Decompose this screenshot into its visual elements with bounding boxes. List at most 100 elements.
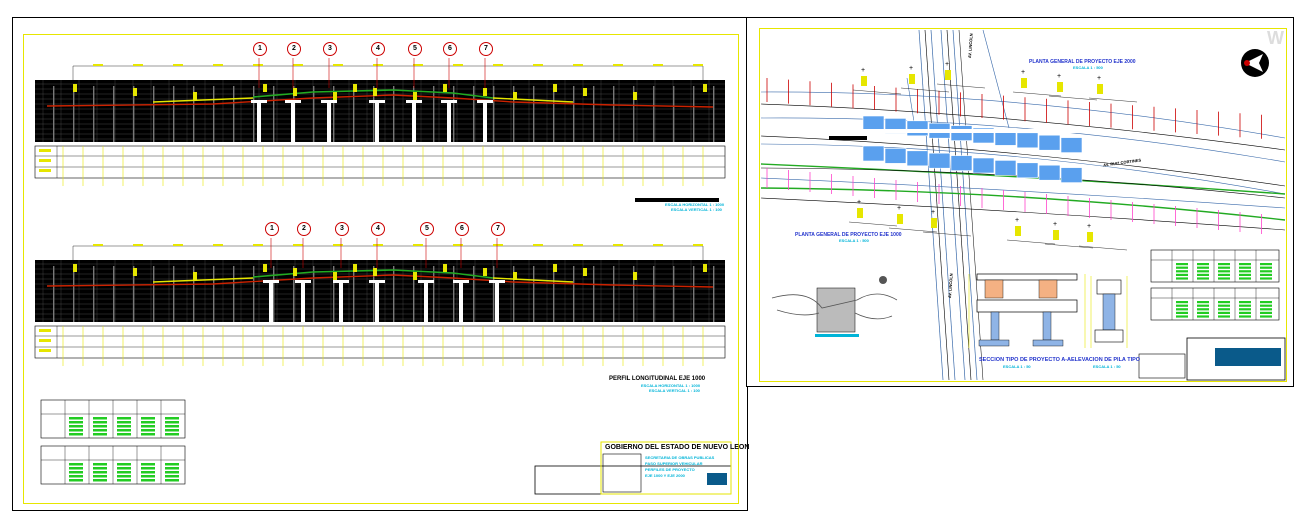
elevation-label — [293, 88, 297, 96]
station-table-label — [39, 349, 51, 352]
table-cell — [117, 475, 131, 478]
elevation-label — [133, 88, 137, 96]
dimension-label — [653, 64, 663, 66]
sign-leader — [1044, 243, 1094, 249]
dimension-label — [573, 64, 583, 66]
station-tick — [173, 86, 175, 142]
pier — [375, 282, 379, 322]
table-cell — [141, 425, 155, 428]
elevation-label — [583, 88, 587, 96]
pier-cap — [251, 100, 267, 103]
table-cell — [165, 417, 179, 420]
station-tick — [313, 86, 315, 142]
table-cell — [69, 467, 83, 470]
station-tick — [693, 266, 695, 322]
sign-label — [945, 70, 951, 80]
pile-detail — [771, 276, 898, 337]
plus-marker: + — [1021, 69, 1025, 76]
dimension-label — [613, 64, 623, 66]
dimension-label — [613, 244, 623, 246]
elevation-label — [353, 264, 357, 272]
profile-drawing — [34, 58, 732, 495]
table-cell — [1239, 270, 1251, 273]
station-tick — [93, 266, 95, 322]
elevation-label — [333, 92, 337, 100]
table-cell — [1260, 270, 1272, 273]
table-cell — [117, 433, 131, 436]
plan-sheet: ++++++++++++ — [746, 17, 1294, 387]
table-cell — [1239, 311, 1251, 314]
profile-scale-h: ESCALA HORIZONTAL 1 : 1000 — [641, 383, 701, 388]
station-tick — [173, 266, 175, 322]
station-tick — [73, 86, 75, 142]
pier-cap — [333, 280, 349, 283]
pier — [447, 102, 451, 142]
station-tick — [693, 86, 695, 142]
plan-scale-eje1000: ESCALA 1 : 500 — [839, 238, 869, 243]
sheet-frame — [23, 34, 739, 504]
plus-marker: + — [1097, 75, 1101, 82]
pier-cap — [369, 280, 385, 283]
table-cell — [1218, 315, 1230, 318]
sign-label — [1097, 84, 1103, 94]
pier-cap — [321, 100, 337, 103]
station-tick — [673, 266, 675, 322]
station-tick — [133, 86, 135, 142]
table-cell — [93, 417, 107, 420]
table-cell — [1176, 266, 1188, 269]
vertical-road — [906, 29, 1010, 381]
pier-cap — [453, 280, 469, 283]
pier-elevation — [1090, 276, 1128, 348]
elevation-label — [483, 88, 487, 96]
table-cell — [165, 467, 179, 470]
plus-marker: + — [861, 67, 865, 74]
station-tick — [393, 266, 395, 322]
station-tick — [133, 266, 135, 322]
table-cell — [1239, 315, 1251, 318]
elevation-label — [293, 268, 297, 276]
plus-marker: + — [945, 61, 949, 68]
lane-segment — [862, 145, 885, 162]
lane-segment — [1060, 137, 1083, 153]
station-marker: 5 — [420, 222, 434, 236]
elevation-label — [73, 264, 77, 272]
elevation-label — [373, 268, 377, 276]
table-cell — [1218, 277, 1230, 280]
sign-label — [1087, 232, 1093, 242]
road-line — [760, 177, 1286, 209]
table-cell — [1260, 304, 1272, 307]
table-cell — [165, 479, 179, 482]
sign-leader — [1048, 95, 1098, 101]
title-block-band — [1215, 348, 1281, 366]
station-tick — [353, 86, 355, 142]
table-cell — [93, 475, 107, 478]
table-cell — [1260, 315, 1272, 318]
sign-leader — [900, 87, 950, 93]
table-cell — [93, 421, 107, 424]
logo-box — [602, 453, 642, 493]
table-cell — [141, 429, 155, 432]
table-cell — [165, 463, 179, 466]
station-tick — [73, 266, 75, 322]
dimension-label — [573, 244, 583, 246]
lane-segment — [1038, 134, 1061, 151]
pier-cap — [477, 100, 493, 103]
sign-leader — [1088, 97, 1138, 103]
station-table-label — [39, 159, 51, 162]
table-cell — [141, 417, 155, 420]
section-a-a — [968, 273, 1086, 348]
quantities-tables — [40, 399, 186, 485]
station-table-label — [39, 329, 51, 332]
station-tick — [93, 86, 95, 142]
table-cell — [1197, 277, 1209, 280]
elevation-label — [703, 264, 707, 272]
profile-title: PERFIL LONGITUDINAL EJE 1000 — [609, 376, 706, 382]
sign-leader — [848, 221, 898, 227]
station-tick — [353, 266, 355, 322]
station-tick — [153, 266, 155, 322]
sign-leader — [936, 83, 986, 89]
dimension-label — [373, 244, 383, 246]
elevation-label — [443, 264, 447, 272]
station-tick — [453, 266, 455, 322]
table-cell — [1218, 308, 1230, 311]
